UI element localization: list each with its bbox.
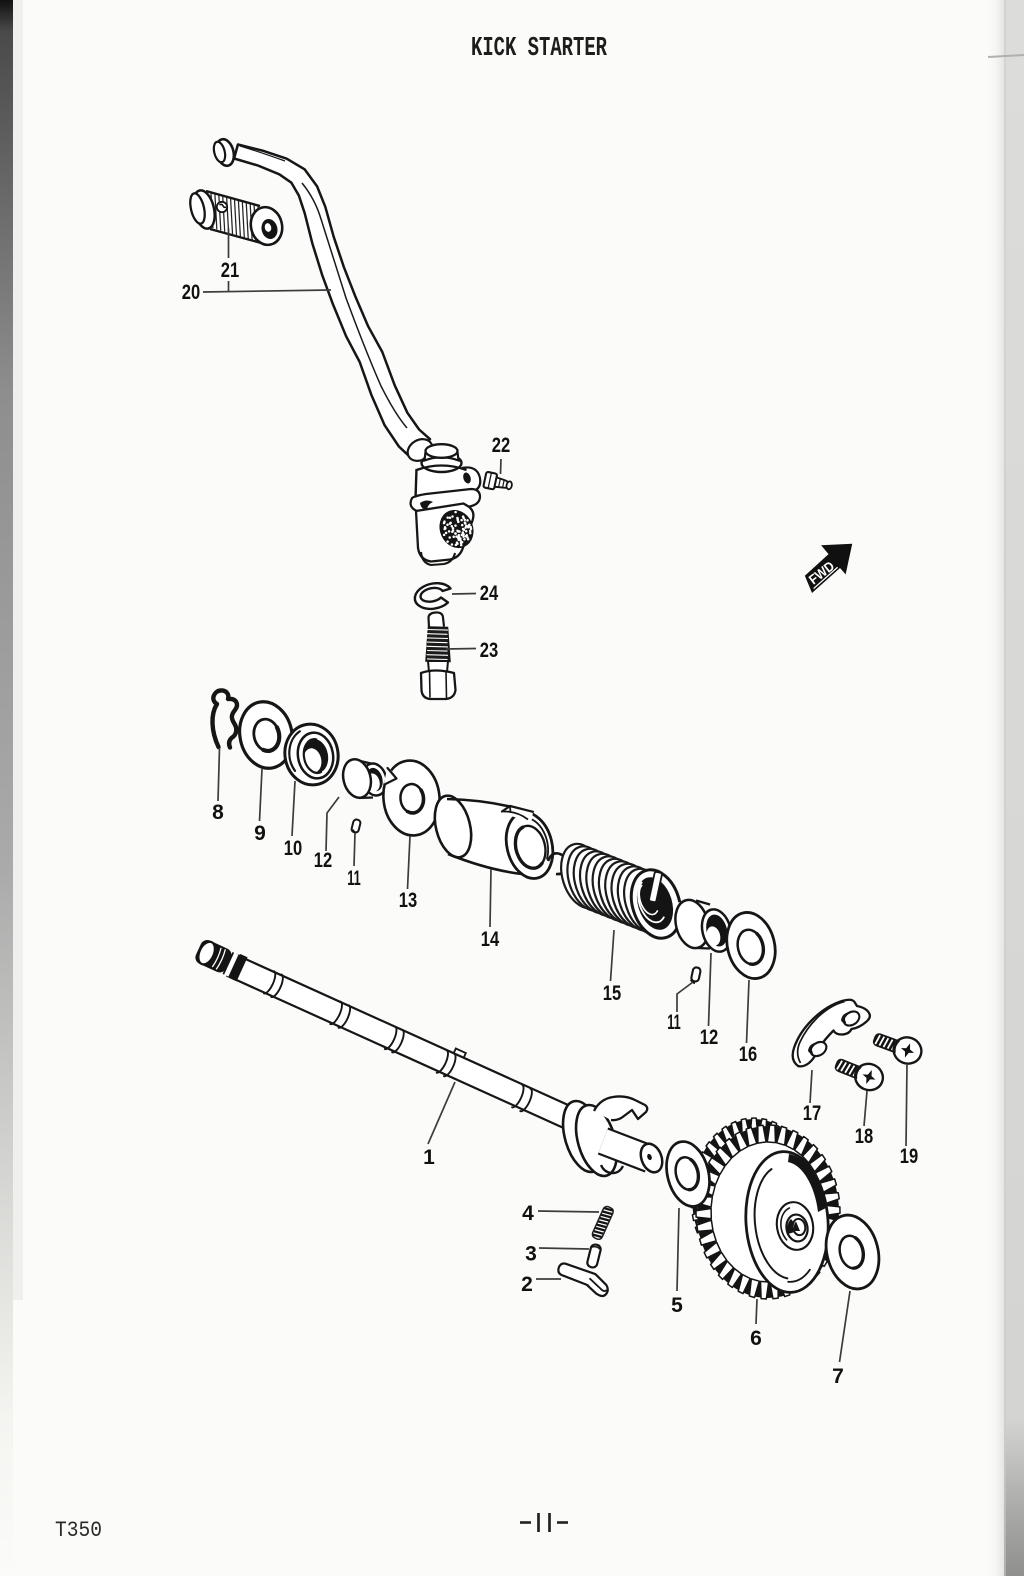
svg-text:10: 10 xyxy=(284,837,302,860)
svg-text:19: 19 xyxy=(900,1145,918,1168)
svg-text:18: 18 xyxy=(855,1125,874,1148)
svg-text:13: 13 xyxy=(399,889,417,912)
svg-text:14: 14 xyxy=(481,928,500,951)
svg-text:22: 22 xyxy=(492,434,510,457)
svg-text:6: 6 xyxy=(750,1327,762,1350)
svg-text:5: 5 xyxy=(671,1294,683,1317)
svg-text:12: 12 xyxy=(314,849,332,872)
svg-text:KICK STARTER: KICK STARTER xyxy=(471,34,608,64)
svg-text:11: 11 xyxy=(667,1011,681,1034)
svg-text:11: 11 xyxy=(347,867,361,890)
svg-text:15: 15 xyxy=(603,982,622,1005)
svg-text:T350: T350 xyxy=(55,1518,102,1543)
svg-text:3: 3 xyxy=(525,1243,537,1266)
svg-text:17: 17 xyxy=(803,1102,821,1125)
svg-text:21: 21 xyxy=(221,259,240,282)
svg-text:4: 4 xyxy=(522,1202,534,1225)
svg-text:8: 8 xyxy=(212,801,224,824)
svg-text:12: 12 xyxy=(700,1026,718,1049)
svg-text:2: 2 xyxy=(521,1273,533,1296)
svg-text:20: 20 xyxy=(182,281,200,304)
svg-text:1: 1 xyxy=(423,1146,435,1169)
svg-text:9: 9 xyxy=(254,822,266,845)
svg-text:23: 23 xyxy=(480,639,498,662)
svg-text:16: 16 xyxy=(739,1043,757,1066)
svg-text:7: 7 xyxy=(832,1365,844,1388)
svg-text:24: 24 xyxy=(480,582,499,605)
